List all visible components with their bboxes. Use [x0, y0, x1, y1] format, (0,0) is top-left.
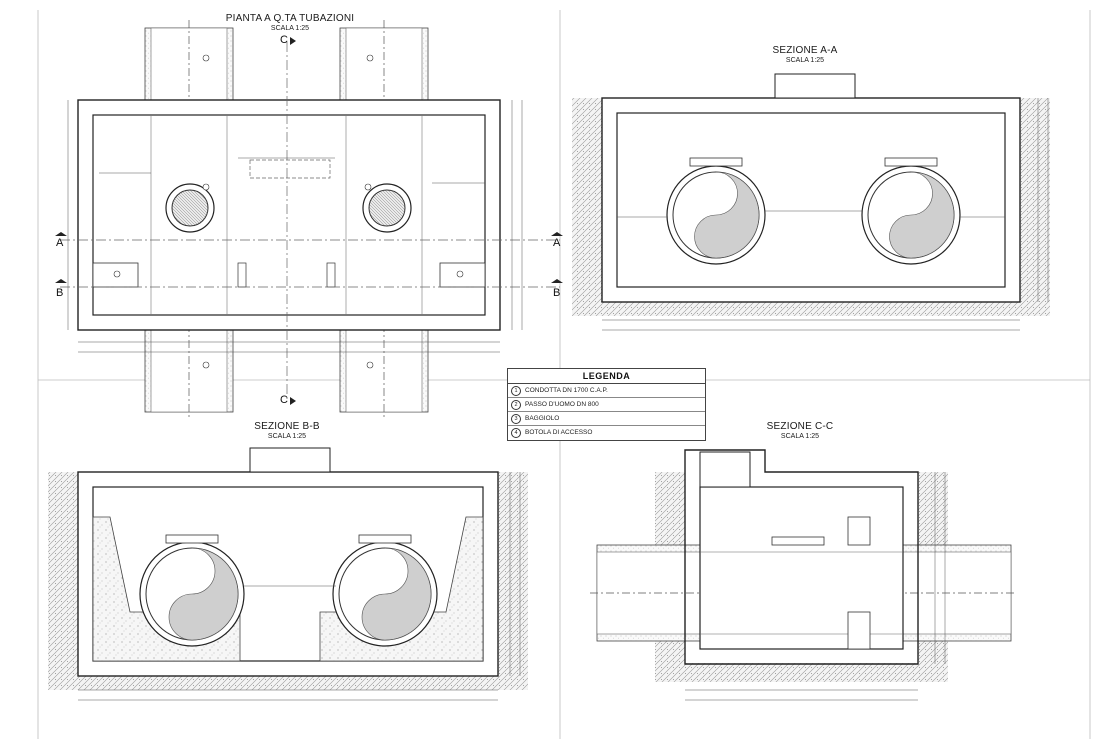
plan-view-scale: SCALA 1:25 — [270, 25, 310, 32]
plan-manhole-left — [165, 183, 215, 233]
legend-text-4: BOTOLA DI ACCESSO — [525, 429, 593, 436]
section-mark-c-bottom: C — [280, 394, 288, 406]
section-aa-access-hatch — [774, 73, 856, 99]
legend-text-1: CONDOTTA DN 1700 C.A.P. — [525, 387, 608, 394]
section-cc-view — [590, 449, 1015, 701]
plan-view-title: PIANTA A Q.TA TUBAZIONI SCALA 1:25 — [220, 13, 360, 32]
section-aa-title-text: SEZIONE A-A — [772, 45, 838, 56]
section-bb-title-text: SEZIONE B-B — [254, 421, 320, 432]
plan-manhole-right — [362, 183, 412, 233]
section-mark-a-left: A — [56, 237, 64, 249]
section-aa-title: SEZIONE A-A SCALA 1:25 — [760, 45, 850, 64]
plan-view — [55, 20, 563, 420]
section-cc-scale: SCALA 1:25 — [780, 433, 820, 440]
section-mark-arrows — [55, 37, 563, 405]
plan-access-hatch — [249, 159, 331, 179]
section-cc-title: SEZIONE C-C SCALA 1:25 — [755, 421, 845, 440]
section-bb-access-hatch — [249, 447, 331, 473]
section-aa-pipe-right — [861, 157, 961, 265]
legend-num-4: 4 — [511, 427, 521, 438]
section-mark-b-left: B — [56, 287, 64, 299]
section-cc-access-hatch — [699, 451, 751, 488]
plan-view-title-text: PIANTA A Q.TA TUBAZIONI — [225, 13, 355, 24]
section-cc-bench — [847, 516, 871, 546]
section-mark-b-right: B — [553, 287, 561, 299]
plan-chamber-inner-wall — [92, 114, 486, 316]
legend-title: LEGENDA — [508, 369, 705, 384]
legend-text-2: PASSO D'UOMO DN 800 — [525, 401, 599, 408]
legend-row-4: 4 BOTOLA DI ACCESSO — [508, 426, 705, 439]
section-bb-title: SEZIONE B-B SCALA 1:25 — [242, 421, 332, 440]
section-bb-pipe-left — [139, 534, 245, 647]
section-aa-scale: SCALA 1:25 — [785, 57, 825, 64]
section-mark-a-right: A — [553, 237, 561, 249]
section-aa-pipe-left — [666, 157, 766, 265]
section-bb-scale: SCALA 1:25 — [267, 433, 307, 440]
section-aa-view — [572, 73, 1050, 331]
section-mark-c-top: C — [280, 34, 288, 46]
legend-num-3: 3 — [511, 413, 521, 424]
section-cc-title-text: SEZIONE C-C — [766, 421, 834, 432]
legend-row-2: 2 PASSO D'UOMO DN 800 — [508, 398, 705, 412]
legend-row-1: 1 CONDOTTA DN 1700 C.A.P. — [508, 384, 705, 398]
section-bb-view — [48, 447, 528, 701]
legend-num-2: 2 — [511, 399, 521, 410]
legend-text-3: BAGGIOLO — [525, 415, 560, 422]
section-bb-pipe-right — [332, 534, 438, 647]
legend-table: LEGENDA 1 CONDOTTA DN 1700 C.A.P. 2 PASS… — [507, 368, 706, 441]
legend-num-1: 1 — [511, 385, 521, 396]
legend-row-3: 3 BAGGIOLO — [508, 412, 705, 426]
